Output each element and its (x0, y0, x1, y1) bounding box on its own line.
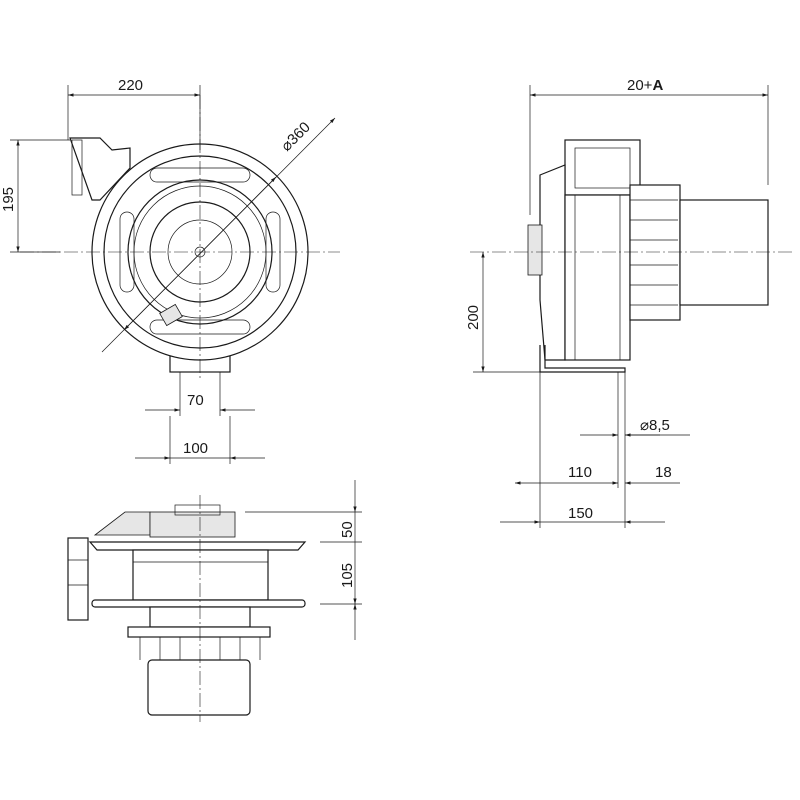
dim-200: 200 (465, 305, 482, 330)
dim-105: 105 (339, 563, 356, 588)
dim-50: 50 (339, 521, 356, 538)
front-bracket (67, 537, 89, 621)
disc-edge (564, 194, 631, 361)
dim-20-plus: 20+ (627, 77, 653, 94)
dim-A: A (652, 77, 663, 94)
dim-100: 100 (183, 440, 208, 457)
dim-110: 110 (568, 464, 592, 481)
front-view: 50 105 (67, 480, 362, 722)
dim-150: 150 (568, 505, 593, 522)
dim-hole-8-5: ⌀8,5 (640, 417, 670, 434)
dim-diameter-360: ⌀360 (278, 119, 314, 155)
mounting-bracket (69, 137, 131, 201)
outlet-pipe (147, 659, 251, 716)
side-view: 20+A 200 ⌀8,5 110 18 150 (465, 77, 792, 528)
svg-text:20+A: 20+A (627, 77, 663, 94)
outlet-cylinder (679, 199, 769, 306)
top-view: 220 195 ⌀360 70 100 (0, 77, 340, 464)
dim-195: 195 (0, 187, 17, 212)
dim-220: 220 (118, 77, 143, 94)
middle-disc (91, 599, 306, 608)
dim-70: 70 (187, 392, 204, 409)
dim-18: 18 (655, 464, 672, 481)
top-flange (88, 541, 307, 551)
